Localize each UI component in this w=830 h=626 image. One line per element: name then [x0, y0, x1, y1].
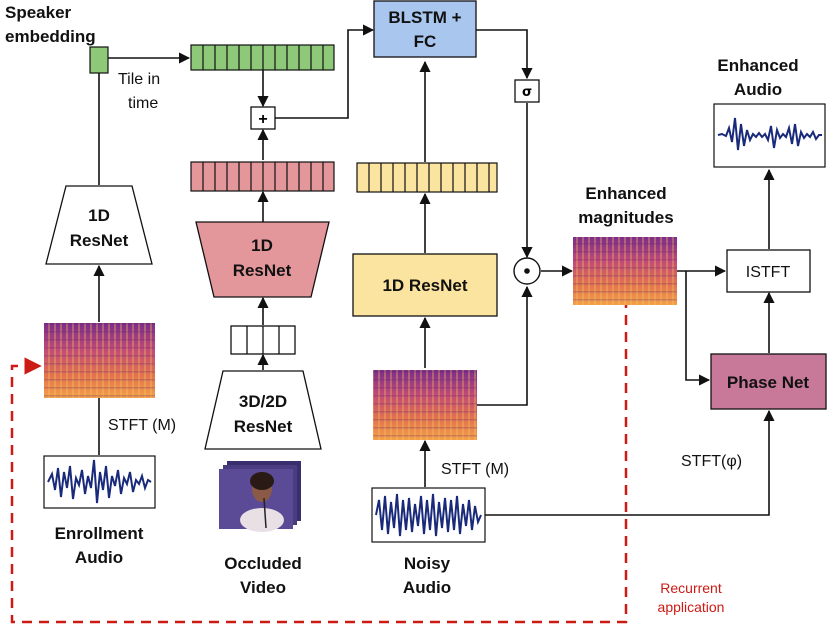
occluded-video-label-1: Occluded: [224, 554, 301, 573]
occluded-video-label-2: Video: [240, 578, 286, 597]
plus-box: [250, 106, 276, 130]
arrow-blstm-to-sigma: [476, 29, 533, 80]
recurrent-label-2: application: [658, 599, 725, 615]
arrow-enhanced-to-phasenet: [685, 271, 711, 386]
speaker-embedding-label-1: Speaker: [5, 3, 72, 22]
enrollment-spectrogram: [44, 323, 155, 398]
noisy-waveform-icon: [371, 487, 486, 543]
video-1d-resnet-label-2: ResNet: [233, 261, 292, 280]
blstm-fc-box: [373, 0, 477, 58]
blstm-fc-label-2: FC: [414, 32, 437, 51]
arrow-noisy-to-phasenet: [485, 409, 775, 516]
enhanced-audio-label-1: Enhanced: [717, 56, 798, 75]
noisy-audio-label-2: Audio: [403, 578, 451, 597]
plus-label: +: [258, 111, 267, 128]
speaker-embedding-box: [89, 46, 109, 74]
enhanced-waveform-icon: [713, 103, 826, 168]
stft-phi-label: STFT(φ): [681, 453, 742, 470]
video-3d2d-resnet-label-2: ResNet: [234, 417, 293, 436]
sigma-label: σ: [522, 85, 532, 100]
video-3d2d-resnet: [204, 370, 322, 450]
noisy-spectrogram: [373, 370, 477, 440]
speaker-embedding-label-2: embedding: [5, 27, 96, 46]
stft-enroll-label: STFT (M): [108, 417, 176, 434]
video-1d-resnet-label-1: 1D: [251, 236, 273, 255]
multiply-dot: [524, 268, 530, 274]
stft-noisy-label: STFT (M): [441, 461, 509, 478]
enroll-1d-resnet-label-1: 1D: [88, 206, 110, 225]
video-3d2d-resnet-label-1: 3D/2D: [239, 392, 287, 411]
enhanced-audio-label-2: Audio: [734, 80, 782, 99]
enhanced-magnitudes-label-2: magnitudes: [578, 208, 673, 227]
blstm-fc-label-1: BLSTM +: [388, 8, 461, 27]
video-frame-features: [230, 325, 296, 355]
tiled-embedding-row: [190, 44, 335, 71]
enrollment-audio-label-1: Enrollment: [55, 524, 144, 543]
phase-net-label: Phase Net: [727, 373, 810, 392]
sigma-box: [514, 79, 540, 103]
enhanced-magnitudes-label-1: Enhanced: [585, 184, 666, 203]
recurrent-label-1: Recurrent: [660, 580, 722, 596]
visual-feature-row: [190, 161, 335, 192]
audio-feature-row: [356, 162, 498, 193]
noisy-1d-resnet: [352, 253, 498, 317]
enhanced-spectrogram: [573, 237, 677, 305]
noisy-1d-resnet-label: 1D ResNet: [382, 276, 467, 295]
enroll-1d-resnet-label-2: ResNet: [70, 231, 129, 250]
enrollment-audio-label-2: Audio: [75, 548, 123, 567]
video-1d-resnet: [195, 221, 330, 298]
arrow-plus-to-blstm: [275, 24, 375, 119]
enroll-1d-resnet: [45, 185, 153, 265]
istft-box: [726, 249, 811, 293]
noisy-audio-label-1: Noisy: [404, 554, 451, 573]
arrow-spec-to-multiply: [477, 285, 533, 406]
istft-label: ISTFT: [746, 264, 791, 281]
enrollment-waveform-icon: [43, 455, 156, 509]
phase-net-box: [710, 353, 827, 410]
video-frames-icon: [219, 461, 301, 532]
recurrent-loop-arrow: [10, 298, 628, 624]
tile-in-time-label-1: Tile in: [118, 71, 160, 88]
tile-in-time-label-2: time: [128, 95, 158, 112]
